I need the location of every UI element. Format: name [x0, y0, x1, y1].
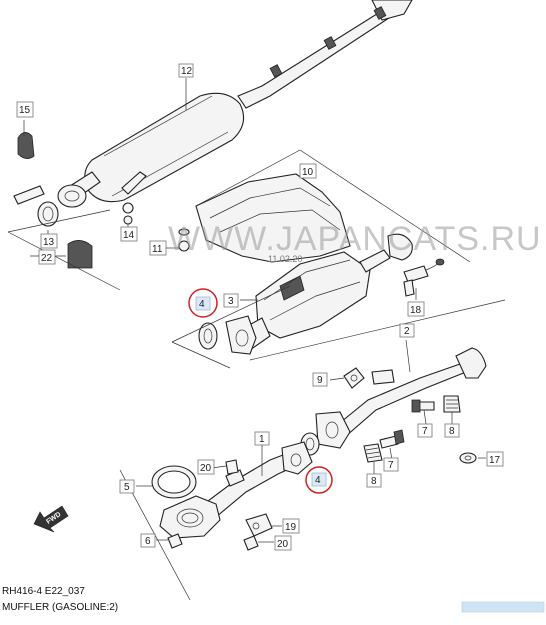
callout-6[interactable]: 6 — [140, 533, 156, 548]
callout-4-upper[interactable]: 4 — [188, 288, 218, 318]
bolt-part-7-upper[interactable] — [411, 399, 435, 413]
svg-text:3: 3 — [228, 296, 234, 307]
callout-14[interactable]: 14 — [120, 226, 138, 242]
svg-text:13: 13 — [43, 237, 55, 248]
watermark: WWW.JAPANCATS.RU — [168, 220, 542, 258]
diagram-code: RH416-4 E22_037 — [2, 586, 85, 597]
callout-20-upper[interactable]: 20 — [197, 459, 215, 475]
rear-muffler-assembly[interactable] — [13, 0, 413, 208]
svg-text:20: 20 — [277, 539, 289, 550]
fwd-arrow-icon: FWD — [33, 505, 69, 533]
front-pipe-part-1[interactable] — [195, 441, 313, 523]
nut-part-17[interactable] — [459, 452, 477, 464]
gasket-ring-part-5[interactable] — [151, 465, 197, 499]
oxygen-sensor-part-18[interactable] — [403, 258, 445, 297]
svg-text:7: 7 — [388, 460, 394, 471]
svg-text:7: 7 — [422, 426, 428, 437]
callout-22[interactable]: 22 — [38, 249, 56, 265]
rubber-hanger-part-15[interactable] — [17, 132, 35, 159]
svg-text:17: 17 — [489, 455, 501, 466]
svg-text:8: 8 — [371, 476, 377, 487]
center-pipe-part-2[interactable] — [315, 347, 487, 449]
gasket-part-13[interactable] — [37, 201, 59, 227]
svg-text:19: 19 — [285, 522, 297, 533]
callout-8-lower[interactable]: 8 — [366, 473, 382, 488]
corner-bar — [461, 601, 545, 613]
svg-text:1: 1 — [259, 434, 265, 445]
callout-7-lower[interactable]: 7 — [383, 457, 399, 472]
callout-18[interactable]: 18 — [407, 301, 425, 317]
heat-shield-part-10[interactable] — [195, 173, 351, 263]
svg-text:15: 15 — [19, 105, 31, 116]
callout-3[interactable]: 3 — [223, 293, 239, 308]
svg-text:12: 12 — [181, 66, 193, 77]
bolt-part-7-lower[interactable] — [379, 429, 405, 449]
highlight-circle-upper — [188, 288, 218, 318]
bolt-part-6[interactable] — [167, 533, 183, 549]
svg-text:10: 10 — [302, 167, 314, 178]
hanger-part-9[interactable] — [343, 367, 365, 389]
callout-4-lower[interactable]: 4 — [305, 466, 333, 494]
callout-10[interactable]: 10 — [299, 163, 317, 179]
spring-part-8-lower[interactable] — [363, 443, 383, 463]
callout-17[interactable]: 17 — [486, 451, 504, 467]
callout-19[interactable]: 19 — [282, 518, 300, 534]
svg-text:9: 9 — [317, 375, 323, 386]
svg-text:11: 11 — [152, 244, 163, 255]
callout-20-lower[interactable]: 20 — [274, 535, 292, 551]
bolt-part-20-lower[interactable] — [243, 535, 259, 551]
callout-9[interactable]: 9 — [312, 372, 328, 387]
callout-2[interactable]: 2 — [399, 323, 415, 338]
callout-7-upper[interactable]: 7 — [417, 423, 433, 438]
bolt-part-20-upper[interactable] — [225, 459, 239, 475]
diagram-subtitle: MUFFLER (GASOLINE:2) — [2, 602, 119, 613]
bolt-part-11[interactable] — [178, 228, 190, 252]
spring-part-8-upper[interactable] — [443, 395, 461, 413]
svg-text:18: 18 — [410, 305, 422, 316]
front-flange[interactable] — [159, 495, 221, 539]
svg-text:14: 14 — [123, 230, 135, 241]
bracket-part-22[interactable] — [67, 240, 93, 269]
svg-text:20: 20 — [200, 463, 212, 474]
callout-15[interactable]: 15 — [16, 101, 34, 118]
svg-text:22: 22 — [41, 253, 53, 264]
bracket-part-19[interactable] — [245, 513, 273, 537]
date-stamp: 11.02.20 — [268, 254, 302, 264]
svg-text:4: 4 — [199, 299, 205, 310]
catalytic-converter-part-3[interactable] — [225, 233, 413, 355]
gasket-part-4-upper[interactable] — [198, 322, 218, 350]
callout-12[interactable]: 12 — [178, 63, 194, 78]
nut-part-14[interactable] — [122, 202, 134, 225]
svg-text:6: 6 — [145, 536, 151, 547]
highlight-circle-lower — [305, 466, 333, 494]
svg-text:8: 8 — [449, 426, 455, 437]
callout-8-upper[interactable]: 8 — [444, 423, 460, 438]
svg-text:2: 2 — [404, 326, 410, 337]
svg-text:5: 5 — [124, 482, 130, 493]
callout-13[interactable]: 13 — [40, 233, 58, 249]
callout-1[interactable]: 1 — [254, 431, 270, 446]
callout-11[interactable]: 11 — [149, 240, 167, 256]
svg-text:4: 4 — [315, 475, 321, 486]
callout-5[interactable]: 5 — [119, 479, 135, 494]
